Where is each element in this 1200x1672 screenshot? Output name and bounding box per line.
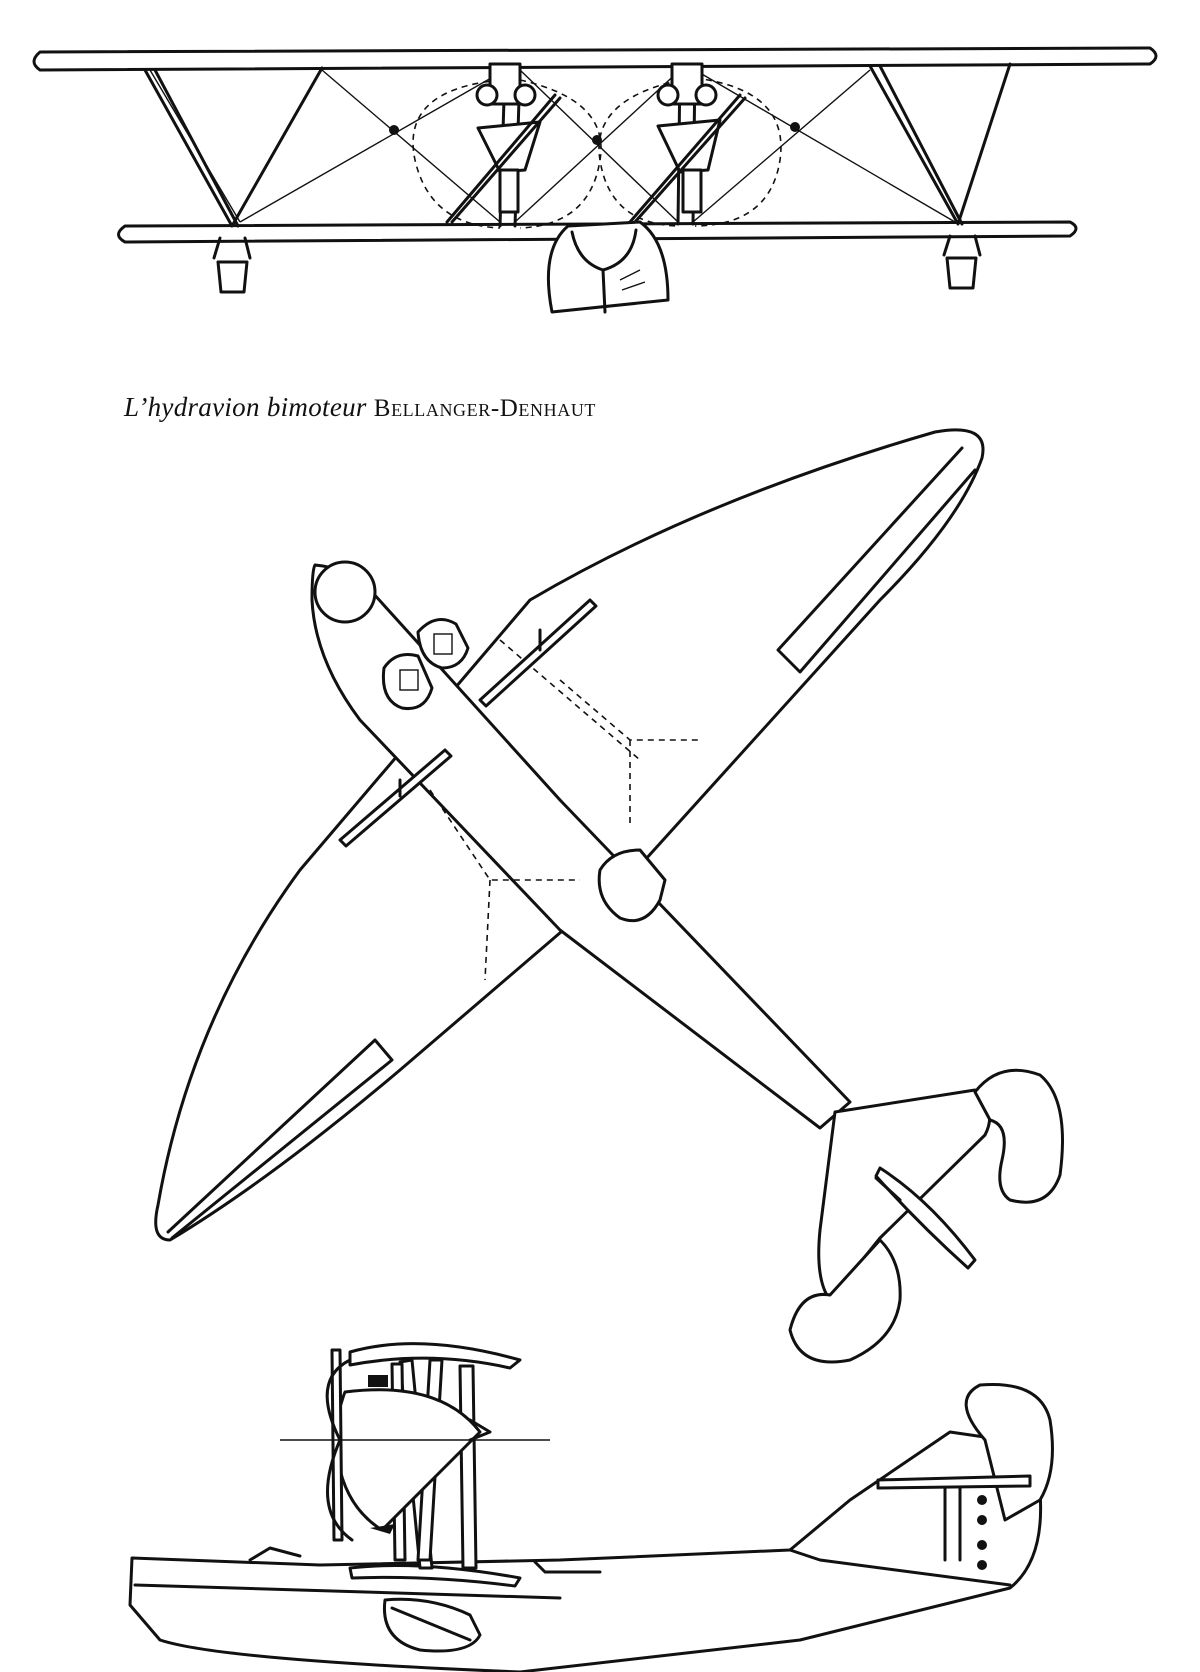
figure-caption: L’hydravion bimoteur Bellanger-Denhaut <box>124 392 596 423</box>
front-engine-right <box>628 62 747 224</box>
front-floats <box>212 234 982 294</box>
side-hull <box>128 1430 1043 1672</box>
front-propeller-discs <box>412 77 782 229</box>
top-aileron-right <box>776 446 977 674</box>
top-cockpits <box>381 618 470 711</box>
top-view <box>154 428 1064 1364</box>
front-bracing-wires <box>149 69 956 223</box>
front-engine-left <box>445 62 562 224</box>
side-lower-wing <box>348 1564 522 1588</box>
front-view <box>32 46 1158 314</box>
top-propellers <box>338 598 598 848</box>
top-elevator-left <box>788 1238 902 1364</box>
top-hidden-lines <box>429 639 700 981</box>
side-tailplane <box>876 1474 1032 1490</box>
side-view <box>128 1342 1054 1672</box>
top-aileron-left <box>166 1038 394 1240</box>
caption-aircraft-name: Bellanger-Denhaut <box>373 395 597 422</box>
caption-prefix: L’hydravion bimoteur <box>124 392 367 422</box>
front-hull <box>546 220 670 314</box>
side-upper-wing <box>348 1342 522 1370</box>
side-engine <box>334 1388 482 1532</box>
front-upper-wing <box>32 46 1158 72</box>
top-bow-hatch <box>313 560 377 624</box>
top-elevator-right <box>973 1068 1064 1204</box>
top-rear-hatch <box>597 848 667 923</box>
